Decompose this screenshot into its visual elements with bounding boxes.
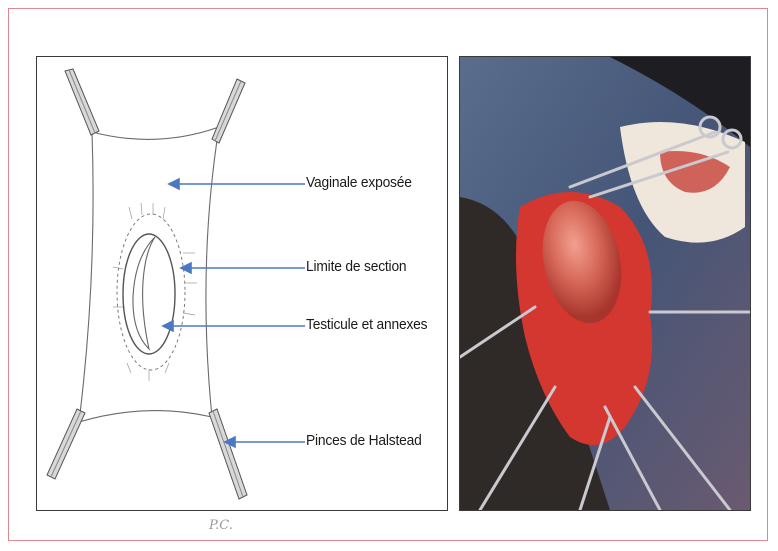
label-pinces: Pinces de Halstead [306,432,422,449]
signature-initials: P.C. [209,518,233,533]
surgical-photo [459,56,751,511]
photo-illustration [460,57,750,510]
label-limite: Limite de section [306,258,406,275]
label-vaginale: Vaginale exposée [306,174,412,191]
label-testicule: Testicule et annexes [306,316,427,333]
testicle-outer [123,234,175,354]
